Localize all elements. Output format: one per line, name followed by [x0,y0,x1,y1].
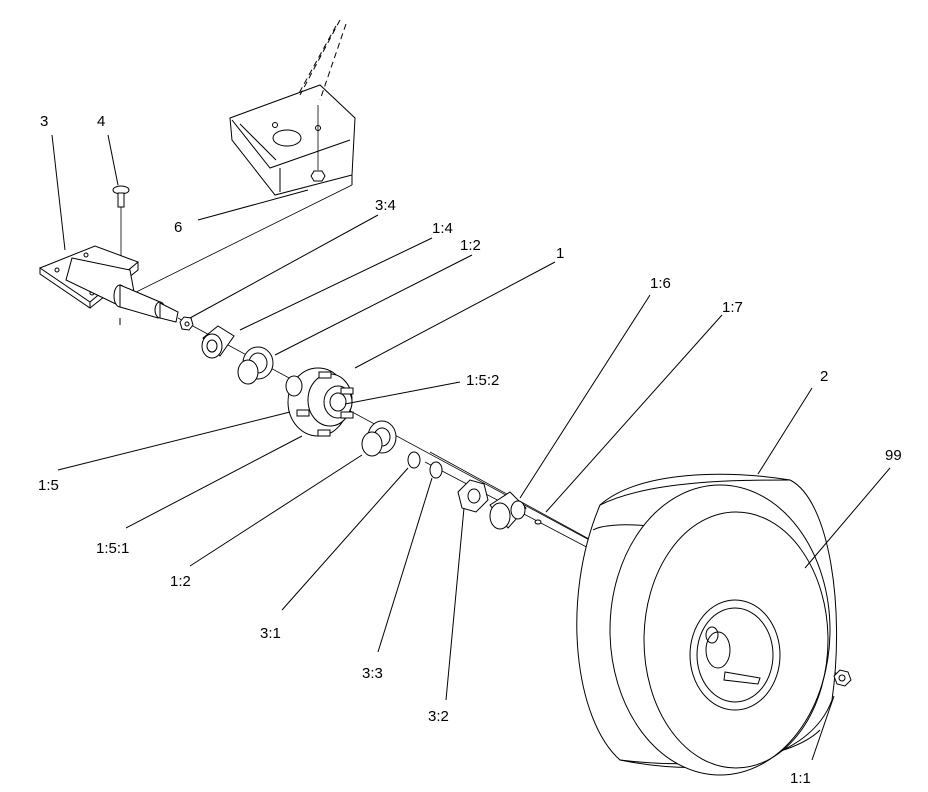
callout-1-5-1: 1:5:1 [96,540,129,557]
callout-99: 99 [885,447,902,464]
callout-1-6: 1:6 [650,275,671,292]
callout-1: 1 [556,245,564,262]
washer-3-3 [429,461,443,479]
callout-1-1: 1:1 [790,770,811,787]
washer-3-4 [179,316,194,331]
callout-1-2-upper: 1:2 [460,237,481,254]
callout-1-7: 1:7 [722,299,743,316]
callout-3-3: 3:3 [362,665,383,682]
callout-labels: 3 4 6 3:4 1:4 1:2 1 1:6 1:7 2 99 1:5:2 1… [38,113,902,787]
callout-1-5: 1:5 [38,477,59,494]
callout-3-4: 3:4 [375,197,396,214]
callout-1-2-lower: 1:2 [170,573,191,590]
callout-4: 4 [97,113,105,130]
bolt-4 [112,185,130,270]
castle-nut-3-2 [457,479,489,513]
frame-bracket [119,19,356,301]
seal-1-4 [201,325,235,359]
callout-3: 3 [40,113,48,130]
washer-3-1 [407,451,421,469]
leader-lines [51,134,891,761]
wheel-assembly-2 [576,473,838,776]
grease-fitting-1-7 [534,519,542,525]
hub-1 [285,367,354,437]
callout-3-2: 3:2 [428,708,449,725]
bearing-1-2-lower [361,420,397,457]
nut-6 [310,105,326,182]
callout-1-4: 1:4 [432,220,453,237]
dust-cap-1-6 [489,491,527,530]
callout-1-5-2: 1:5:2 [466,372,499,389]
spindle-3 [38,245,179,325]
callout-2: 2 [820,368,828,385]
lug-nut-1-1 [833,669,852,687]
bearing-1-2-upper [237,346,274,385]
callout-6: 6 [174,219,182,236]
callout-3-1: 3:1 [260,625,281,642]
